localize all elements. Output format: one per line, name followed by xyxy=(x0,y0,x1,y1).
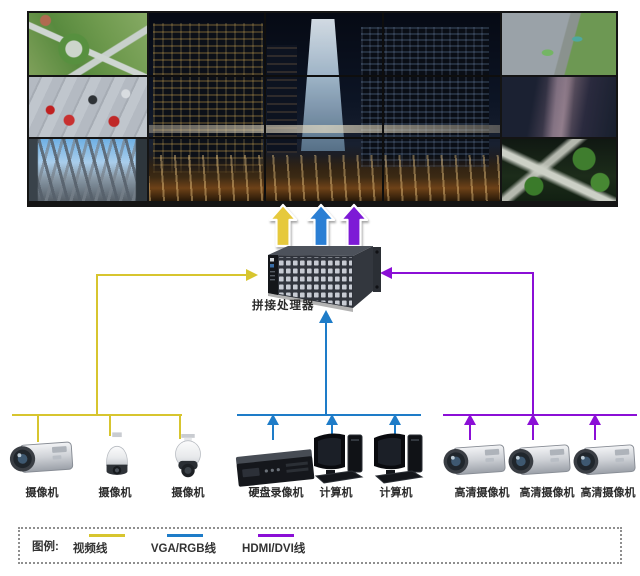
device-label: 硬盘录像机 xyxy=(248,487,304,499)
legend-item-vga: VGA/RGB线 xyxy=(151,534,216,557)
hdmi-cable-arrowheads xyxy=(380,267,601,425)
device-label: 计算机 xyxy=(379,487,413,499)
video-cable-swatch xyxy=(88,534,125,537)
wall-gridline xyxy=(149,137,500,139)
wall-gridline xyxy=(382,13,384,201)
wall-gridline xyxy=(264,13,266,201)
night-city-light-trails xyxy=(149,155,500,201)
wall-gridline xyxy=(149,75,500,77)
hdmi-cable-lines xyxy=(392,272,637,440)
night-city-walkway xyxy=(149,125,500,133)
vga-cable-swatch xyxy=(166,534,203,537)
processor-label: 拼接处理器 xyxy=(252,300,315,312)
night-city-building-mid xyxy=(267,45,297,153)
hdmi-cable-swatch xyxy=(258,534,295,537)
device-label: 摄像机 xyxy=(171,487,205,499)
legend-item-video: 视频线 xyxy=(73,534,125,557)
legend-item-label: 视频线 xyxy=(72,543,108,555)
hd-camera-icon xyxy=(441,441,509,486)
computer-icon xyxy=(370,429,428,492)
hd-camera-icon xyxy=(506,441,574,486)
wall-cell-highway-bus xyxy=(502,13,616,75)
legend-item-hdmi: HDMI/DVI线 xyxy=(242,534,305,557)
video-cable-arrowhead xyxy=(246,269,258,281)
vga-cable-arrowheads xyxy=(267,310,401,425)
computer-icon xyxy=(310,429,368,492)
legend-item-label: HDMI/DVI线 xyxy=(242,543,306,555)
video-cable-lines xyxy=(12,274,246,442)
wall-cell-night-interchange xyxy=(502,139,616,201)
video-wall xyxy=(27,11,618,207)
device-label: 高清摄像机 xyxy=(454,487,510,499)
wall-cell-night-cityscape xyxy=(149,13,500,201)
night-city-buildings-left xyxy=(153,23,263,173)
dome-camera-icon xyxy=(168,434,208,487)
dome-camera-icon xyxy=(98,432,136,487)
wall-cell-dusk-highway xyxy=(502,77,616,137)
device-label: 高清摄像机 xyxy=(580,487,636,499)
legend: 图例: 视频线 VGA/RGB线 HDMI/DVI线 xyxy=(18,527,622,564)
wall-cell-truss-bridge xyxy=(29,139,147,201)
device-label: 高清摄像机 xyxy=(519,487,575,499)
wall-cell-aerial-interchange xyxy=(29,13,147,75)
device-label: 摄像机 xyxy=(98,487,132,499)
device-label: 摄像机 xyxy=(25,487,59,499)
legend-title: 图例: xyxy=(32,540,59,553)
legend-item-label: VGA/RGB线 xyxy=(150,543,217,555)
hd-camera-icon xyxy=(571,441,639,486)
device-label: 计算机 xyxy=(319,487,353,499)
wall-cell-highway-traffic xyxy=(29,77,147,137)
splicing-processor xyxy=(250,243,385,338)
box-camera-icon xyxy=(8,437,76,485)
